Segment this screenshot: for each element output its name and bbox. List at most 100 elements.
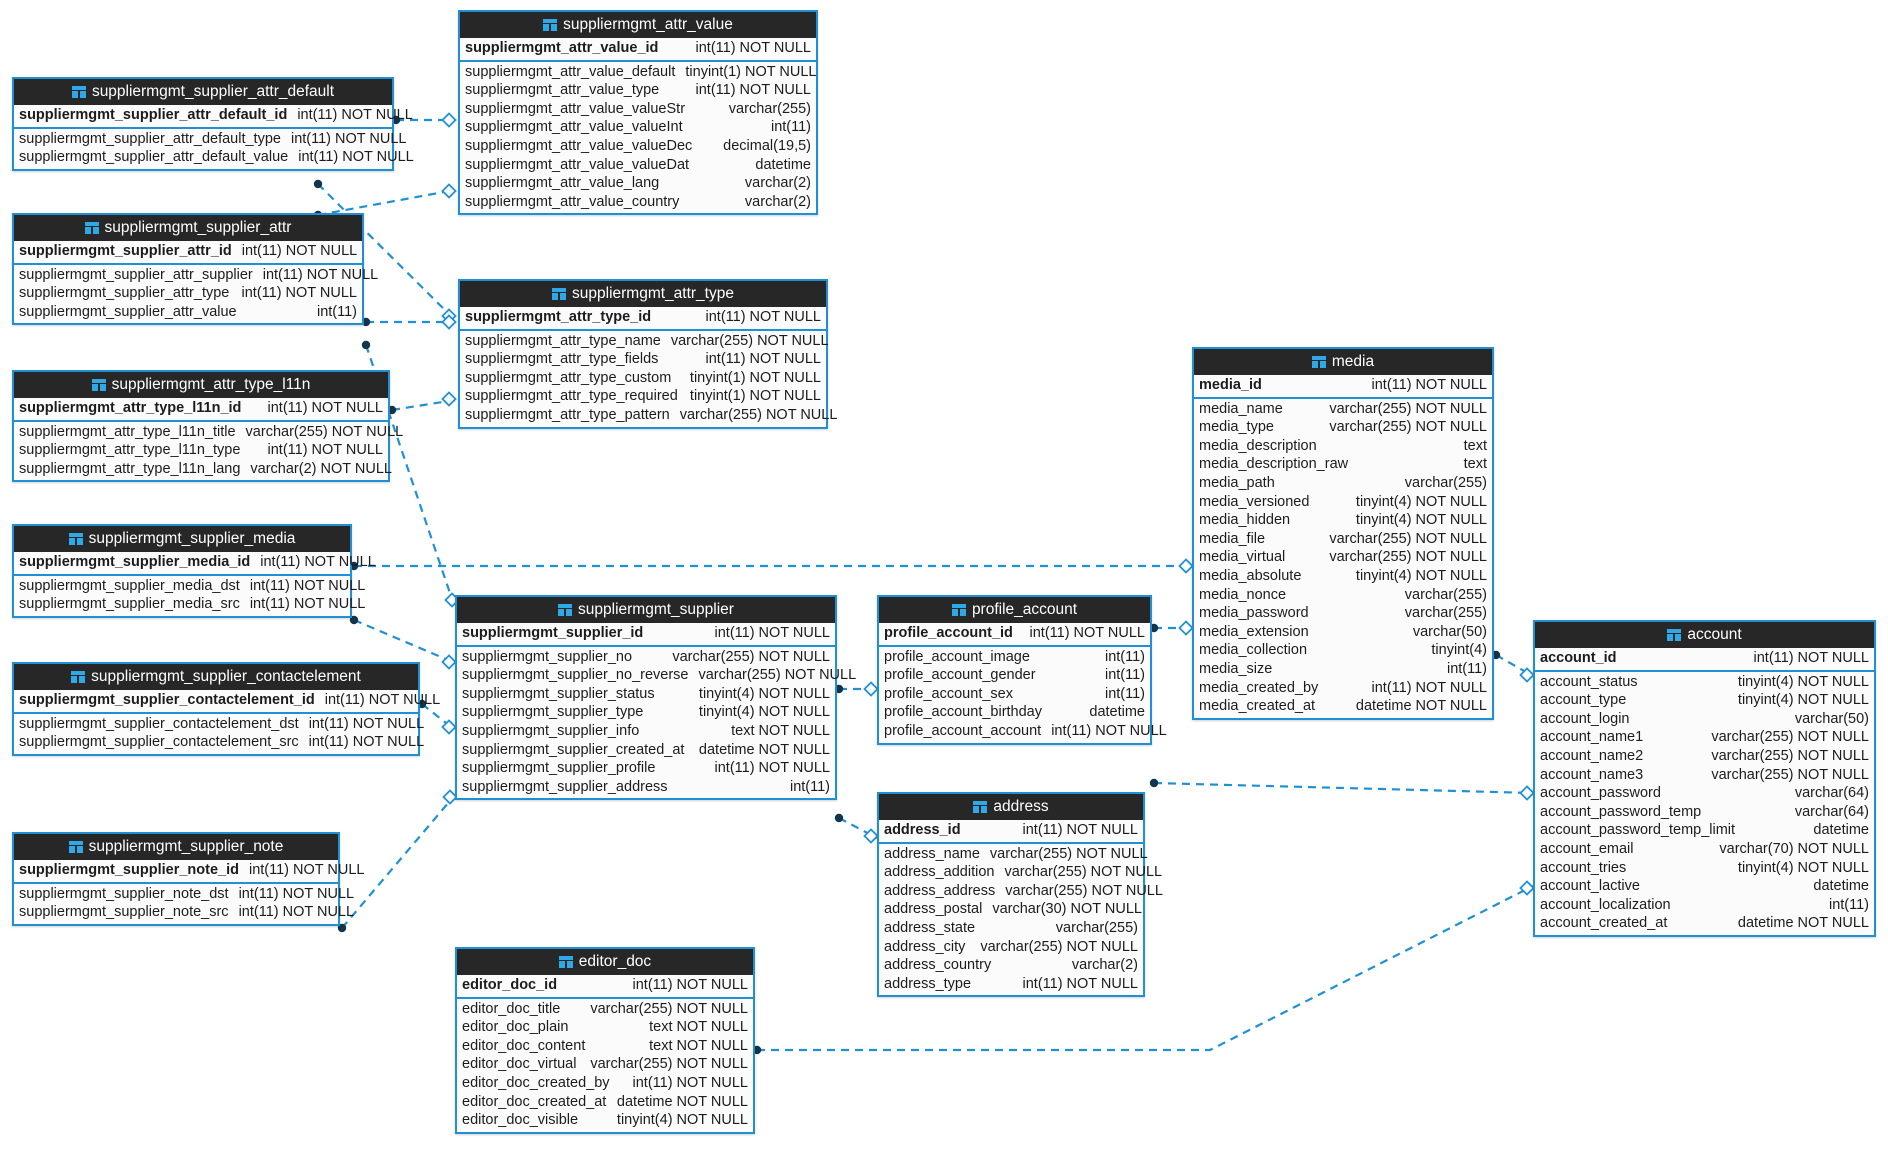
field-type: int(11) NOT NULL bbox=[1022, 822, 1139, 838]
field-type: datetime bbox=[1813, 822, 1869, 839]
field-type: varchar(50) bbox=[1794, 710, 1869, 727]
field-type: varchar(255) NOT NULL bbox=[1329, 530, 1487, 547]
field-name: editor_doc_id bbox=[462, 977, 558, 993]
field-name: suppliermgmt_supplier_attr_type bbox=[19, 285, 230, 302]
field-name: address_type bbox=[884, 975, 972, 992]
field-name: profile_account_gender bbox=[884, 667, 1036, 684]
table-icon bbox=[91, 379, 106, 391]
field-type: varchar(255) bbox=[1404, 474, 1487, 491]
field-type: int(11) NOT NULL bbox=[297, 107, 413, 123]
field-name: profile_account_birthday bbox=[884, 704, 1042, 721]
field-name: address_state bbox=[884, 919, 976, 936]
field-type: varchar(30) NOT NULL bbox=[992, 901, 1142, 918]
table-icon bbox=[951, 604, 966, 616]
relation-rel-attrtypel11n-attrtype bbox=[387, 391, 457, 415]
field-type: decimal(19,5) bbox=[723, 137, 811, 154]
entity-title: suppliermgmt_supplier_attr bbox=[104, 219, 292, 236]
field-type: datetime NOT NULL bbox=[1355, 698, 1487, 715]
relation-rel-suppliermedia-media bbox=[349, 558, 1194, 574]
table-icon bbox=[973, 801, 988, 813]
field-type: int(11) NOT NULL bbox=[249, 596, 366, 613]
field-name: suppliermgmt_supplier_note_dst bbox=[19, 885, 229, 902]
field-type: varchar(255) bbox=[1055, 919, 1138, 936]
entity-table-suppliermgmt_supplier_attr[interactable]: suppliermgmt_supplier_attr suppliermgmt_s… bbox=[12, 213, 378, 326]
field-name: suppliermgmt_attr_type_required bbox=[465, 388, 678, 405]
field-name: media_id bbox=[1199, 377, 1262, 393]
field-type: int(11) bbox=[1446, 660, 1487, 677]
relation-endpoint-diamond bbox=[1519, 880, 1535, 896]
relation-endpoint-diamond bbox=[441, 183, 457, 199]
field-name: account_password_temp_limit bbox=[1540, 822, 1736, 839]
field-name: suppliermgmt_supplier_media_id bbox=[19, 554, 251, 570]
field-name: media_created_by bbox=[1199, 679, 1319, 696]
field-name: media_extension bbox=[1199, 623, 1309, 640]
table-icon bbox=[558, 604, 573, 616]
field-name: account_password bbox=[1540, 785, 1661, 802]
field-type: varchar(255) NOT NULL bbox=[1329, 400, 1487, 417]
entity-header-suppliermgmt_attr_value: suppliermgmt_attr_value bbox=[460, 12, 816, 38]
field-name: suppliermgmt_attr_type_pattern bbox=[465, 406, 670, 423]
field-name: media_type bbox=[1199, 419, 1274, 436]
field-name: editor_doc_created_by bbox=[462, 1074, 610, 1091]
field-type: varchar(64) bbox=[1794, 785, 1869, 802]
field-suppliermgmt_supplier_contactelement_src: suppliermgmt_supplier_contactelement_src… bbox=[14, 733, 424, 752]
field-name: media_collection bbox=[1199, 642, 1308, 659]
table-icon bbox=[558, 956, 573, 968]
field-type: text NOT NULL bbox=[649, 1037, 748, 1054]
field-name: suppliermgmt_attr_type_id bbox=[465, 309, 652, 325]
field-list: suppliermgmt_supplier_note_dst int(11) NO… bbox=[14, 884, 354, 924]
field-name: suppliermgmt_supplier_status bbox=[462, 685, 655, 702]
field-type: int(11) bbox=[1104, 648, 1145, 665]
field-type: varchar(64) bbox=[1794, 803, 1869, 820]
field-type: int(11) NOT NULL bbox=[238, 885, 355, 902]
field-name: editor_doc_plain bbox=[462, 1019, 569, 1036]
field-name: suppliermgmt_supplier_created_at bbox=[462, 741, 685, 758]
field-name: address_address bbox=[884, 882, 996, 899]
field-type: int(11) NOT NULL bbox=[248, 862, 365, 878]
entity-header-suppliermgmt_attr_type_l11n: suppliermgmt_attr_type_l11n bbox=[14, 372, 388, 398]
